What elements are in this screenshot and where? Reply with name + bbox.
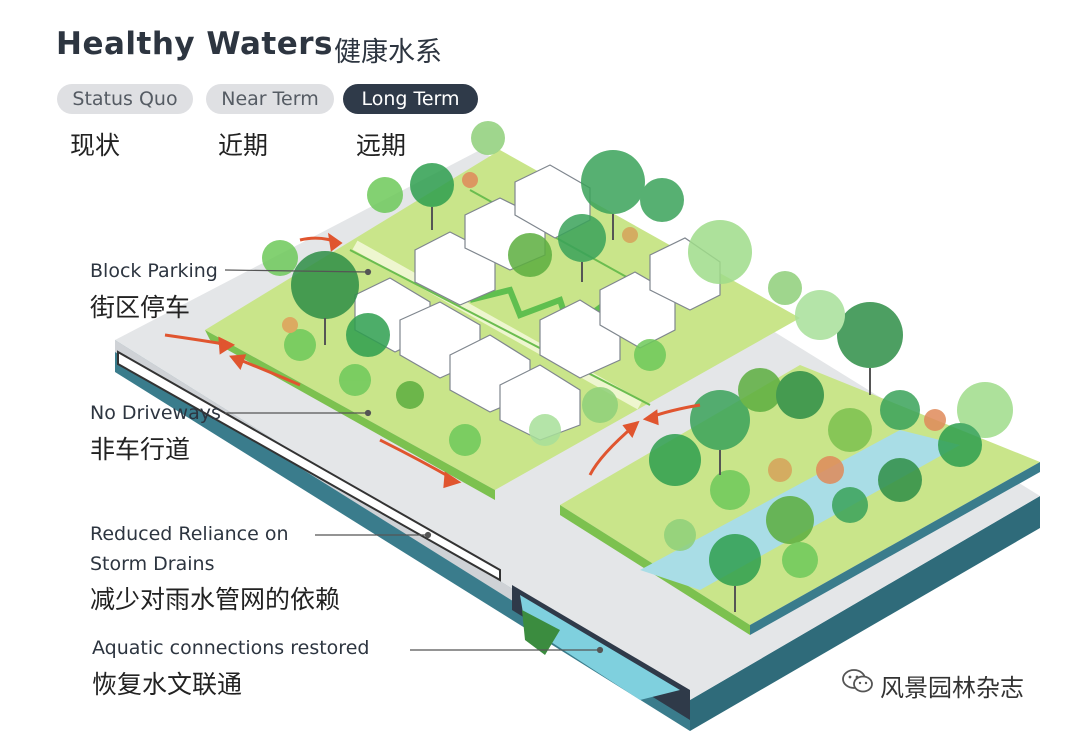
callout-reduced-reliance-cn: 减少对雨水管网的依赖: [90, 585, 341, 614]
callout-leaders: [224, 268, 604, 654]
tab-long-term[interactable]: Long Term: [343, 84, 478, 114]
page-title-cn: 健康水系: [334, 37, 442, 68]
callout-block-parking-cn: 街区停车: [90, 293, 191, 322]
tab-long-term-cn: 远期: [356, 131, 407, 160]
callout-block-parking: Block Parking: [90, 260, 218, 282]
callout-reduced-reliance-line1: Reduced Reliance on: [90, 523, 289, 545]
callout-no-driveways: No Driveways: [90, 402, 221, 424]
water-flow-arrows: [164, 232, 701, 489]
callout-no-driveways-cn: 非车行道: [90, 435, 191, 464]
callout-aquatic-connections: Aquatic connections restored: [92, 637, 370, 659]
callout-aquatic-connections-cn: 恢复水文联通: [92, 670, 243, 699]
storm-drain-pipe: [117, 350, 501, 582]
tab-near-term-cn: 近期: [218, 131, 269, 160]
tab-status-quo-cn: 现状: [70, 131, 121, 160]
watermark-text: 风景园林杂志: [880, 674, 1024, 702]
tab-status-quo[interactable]: Status Quo: [57, 84, 193, 114]
page-title: Healthy Waters: [56, 26, 333, 62]
wechat-icon: [842, 669, 873, 693]
base-slab-right: [690, 496, 1040, 731]
tree-trunks: [324, 207, 871, 612]
tab-near-term[interactable]: Near Term: [206, 84, 334, 114]
residential-lawn: [205, 150, 800, 490]
houses: [354, 164, 721, 441]
trees: [262, 121, 1013, 586]
callout-reduced-reliance-line2: Storm Drains: [90, 553, 215, 575]
